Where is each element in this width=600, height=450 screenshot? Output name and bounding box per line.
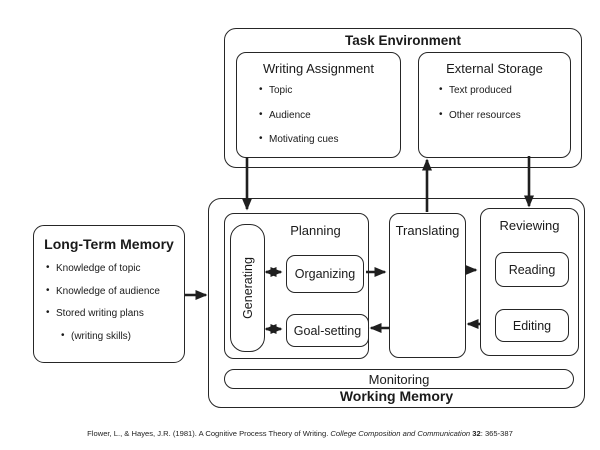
goal-setting-label: Goal-setting (293, 323, 362, 338)
translating-title: Translating (395, 223, 460, 238)
planning-title: Planning (290, 223, 341, 238)
translating-box: Translating (389, 213, 466, 358)
citation-pages: : 365-387 (480, 429, 513, 438)
task-environment-title: Task Environment (344, 33, 462, 48)
editing-label: Editing (512, 318, 552, 333)
reviewing-title: Reviewing (499, 218, 560, 233)
external-storage-title: External Storage (446, 61, 543, 76)
long-term-memory-list: Knowledge of topic Knowledge of audience… (45, 262, 160, 353)
writing-assignment-list: Topic Audience Motivating cues (258, 84, 338, 159)
long-term-memory-box: Long-Term Memory Knowledge of topic Know… (33, 225, 185, 363)
generating-box: Generating (230, 224, 265, 352)
writing-assignment-box: Writing Assignment Topic Audience Motiva… (236, 52, 401, 158)
goal-setting-box: Goal-setting (286, 314, 369, 347)
citation-volume: 32 (472, 429, 481, 438)
es-bullet-other-resources: Other resources (438, 109, 521, 122)
ltm-bullet-knowledge-topic: Knowledge of topic (45, 262, 160, 275)
editing-box: Editing (495, 309, 569, 342)
working-memory-title: Working Memory (339, 388, 454, 404)
task-environment-box: Task Environment Writing Assignment Topi… (224, 28, 582, 168)
monitoring-box: Monitoring (224, 369, 574, 389)
ltm-bullet-writing-skills: (writing skills) (60, 330, 160, 343)
organizing-label: Organizing (294, 267, 356, 281)
citation: Flower, L., & Hayes, J.R. (1981). A Cogn… (0, 429, 600, 438)
planning-box: Planning Generating Organizing Goal-sett… (224, 213, 369, 359)
writing-assignment-title: Writing Assignment (262, 61, 375, 76)
external-storage-list: Text produced Other resources (438, 84, 521, 134)
external-storage-box: External Storage Text produced Other res… (418, 52, 571, 158)
wa-bullet-audience: Audience (258, 109, 338, 122)
citation-prefix: Flower, L., & Hayes, J.R. (1981). A Cogn… (87, 429, 331, 438)
monitoring-label: Monitoring (368, 371, 430, 387)
reviewing-box: Reviewing Reading Editing (480, 208, 579, 356)
ltm-bullet-knowledge-audience: Knowledge of audience (45, 285, 160, 298)
ltm-bullet-stored-plans: Stored writing plans (45, 307, 160, 320)
wa-bullet-topic: Topic (258, 84, 338, 97)
organizing-box: Organizing (286, 255, 364, 293)
long-term-memory-title: Long-Term Memory (44, 236, 174, 252)
wa-bullet-motivating-cues: Motivating cues (258, 133, 338, 146)
reading-label: Reading (508, 262, 556, 277)
citation-journal: College Composition and Communication (330, 429, 471, 438)
es-bullet-text-produced: Text produced (438, 84, 521, 97)
generating-label: Generating (240, 257, 255, 319)
working-memory-box: Planning Generating Organizing Goal-sett… (208, 198, 585, 408)
reading-box: Reading (495, 252, 569, 287)
